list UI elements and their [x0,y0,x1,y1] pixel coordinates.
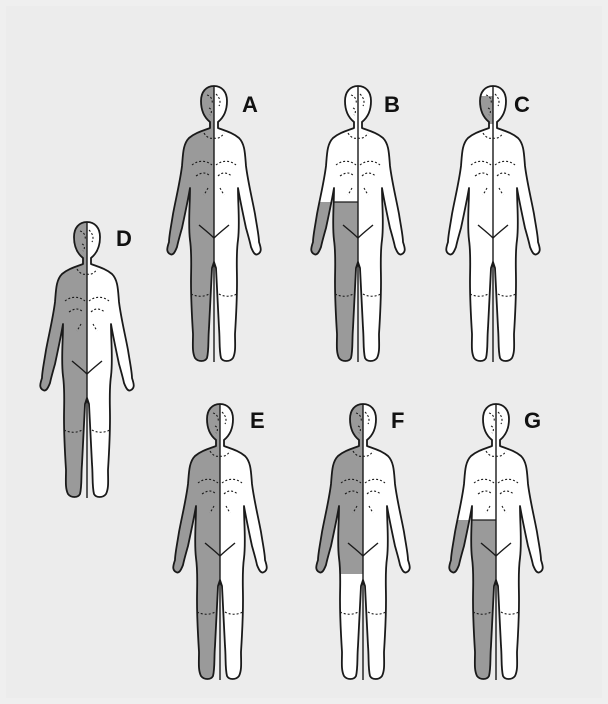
diagram-frame: A B C D E [6,6,602,698]
label-d: D [116,226,132,252]
figure-g [440,400,552,685]
body-outline-e [164,400,276,685]
figure-e [164,400,276,685]
figure-c [437,82,549,367]
label-g: G [524,408,541,434]
body-outline-g [440,400,552,685]
label-c: C [514,92,530,118]
body-outline-c [437,82,549,367]
body-outline-f [307,400,419,685]
figure-d [31,218,143,503]
label-a: A [242,92,258,118]
label-e: E [250,408,265,434]
figure-b [302,82,414,367]
body-outline-d [31,218,143,503]
body-outline-a [158,82,270,367]
body-outline-b [302,82,414,367]
label-f: F [391,408,404,434]
label-b: B [384,92,400,118]
figure-f [307,400,419,685]
figure-a [158,82,270,367]
